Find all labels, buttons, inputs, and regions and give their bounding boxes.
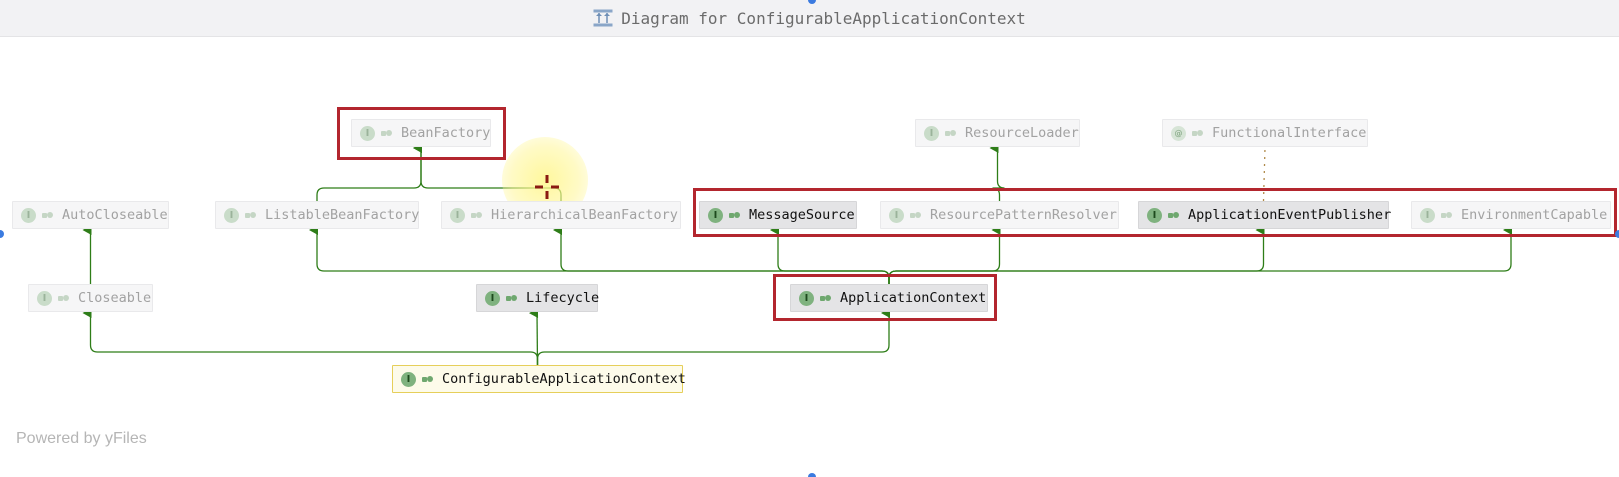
interface-badge-icon: I [37,290,52,306]
node-closeable[interactable]: I Closeable [28,284,153,312]
public-visibility-icon [471,211,482,220]
node-functional-interface[interactable]: @ FunctionalInterface [1162,119,1368,147]
public-visibility-icon [1192,129,1203,138]
class-diagram-icon [593,9,613,27]
node-label: Lifecycle [526,290,600,306]
node-configurable-application-context[interactable]: I ConfigurableApplicationContext [392,365,686,393]
node-label: EnvironmentCapable [1461,207,1608,223]
public-visibility-icon [945,129,956,138]
node-label: HierarchicalBeanFactory [491,207,678,223]
node-resource-pattern-resolver[interactable]: I ResourcePatternResolver [880,201,1119,229]
node-listable-bean-factory[interactable]: I ListableBeanFactory [215,201,419,229]
interface-badge-icon: I [450,207,465,223]
node-label: AutoCloseable [62,207,168,223]
resize-handle-top[interactable] [808,0,816,4]
public-visibility-icon [820,294,831,303]
node-hierarchical-bean-factory[interactable]: I HierarchicalBeanFactory [441,201,681,229]
node-label: ResourceLoader [965,125,1079,141]
title-bar: Diagram for ConfigurableApplicationConte… [0,0,1619,37]
resize-handle-left[interactable] [0,230,4,238]
edge-application-event-publisher-to-functional-interface [1262,147,1266,202]
node-label: ConfigurableApplicationContext [442,371,686,387]
node-label: ApplicationEventPublisher [1188,207,1392,223]
interface-badge-icon: I [485,290,500,306]
node-environment-capable[interactable]: I EnvironmentCapable [1411,201,1611,229]
node-resource-loader[interactable]: I ResourceLoader [915,119,1080,147]
node-label: BeanFactory [401,125,491,141]
public-visibility-icon [245,211,256,220]
node-label: ResourcePatternResolver [930,207,1117,223]
interface-badge-icon: I [224,207,239,223]
highlight-box-beanfactory [337,107,506,160]
public-visibility-icon [1441,211,1452,220]
edge-configurable-application-context-to-application-context [536,308,890,365]
interface-badge-icon: I [360,125,375,141]
node-label: MessageSource [749,207,855,223]
public-visibility-icon [729,211,740,220]
public-visibility-icon [381,129,392,138]
resize-handle-right[interactable] [1615,230,1619,238]
public-visibility-icon [506,294,517,303]
node-application-event-publisher[interactable]: I ApplicationEventPublisher [1138,201,1392,229]
interface-badge-icon: I [708,207,723,223]
edge-listable-bean-factory-to-bean-factory [316,143,422,201]
node-message-source[interactable]: I MessageSource [699,201,857,229]
interface-badge-icon: I [401,371,416,387]
interface-badge-icon: I [799,290,814,306]
node-lifecycle[interactable]: I Lifecycle [476,284,600,312]
resize-handle-bottom[interactable] [808,473,816,477]
annotation-badge-icon: @ [1171,125,1186,141]
edge-configurable-application-context-to-closeable [82,308,539,365]
interface-badge-icon: I [1420,207,1435,223]
node-label: ListableBeanFactory [265,207,420,223]
interface-badge-icon: I [924,125,939,141]
powered-by-label: Powered by yFiles [16,430,147,447]
interface-badge-icon: I [889,207,904,223]
public-visibility-icon [910,211,921,220]
node-label: Closeable [78,290,152,306]
interface-badge-icon: I [21,207,36,223]
public-visibility-icon [422,375,433,384]
node-application-context[interactable]: I ApplicationContext [790,284,988,312]
public-visibility-icon [1168,211,1179,220]
node-label: FunctionalInterface [1212,125,1367,141]
public-visibility-icon [58,294,69,303]
node-auto-closeable[interactable]: I AutoCloseable [12,201,169,229]
node-bean-factory[interactable]: I BeanFactory [351,119,491,147]
highlight-box-middle-row [693,188,1617,237]
highlight-box-applicationcontext [773,274,997,321]
interface-badge-icon: I [1147,207,1162,223]
public-visibility-icon [42,211,53,220]
node-label: ApplicationContext [840,290,987,306]
diagram-title: Diagram for ConfigurableApplicationConte… [621,8,1026,28]
